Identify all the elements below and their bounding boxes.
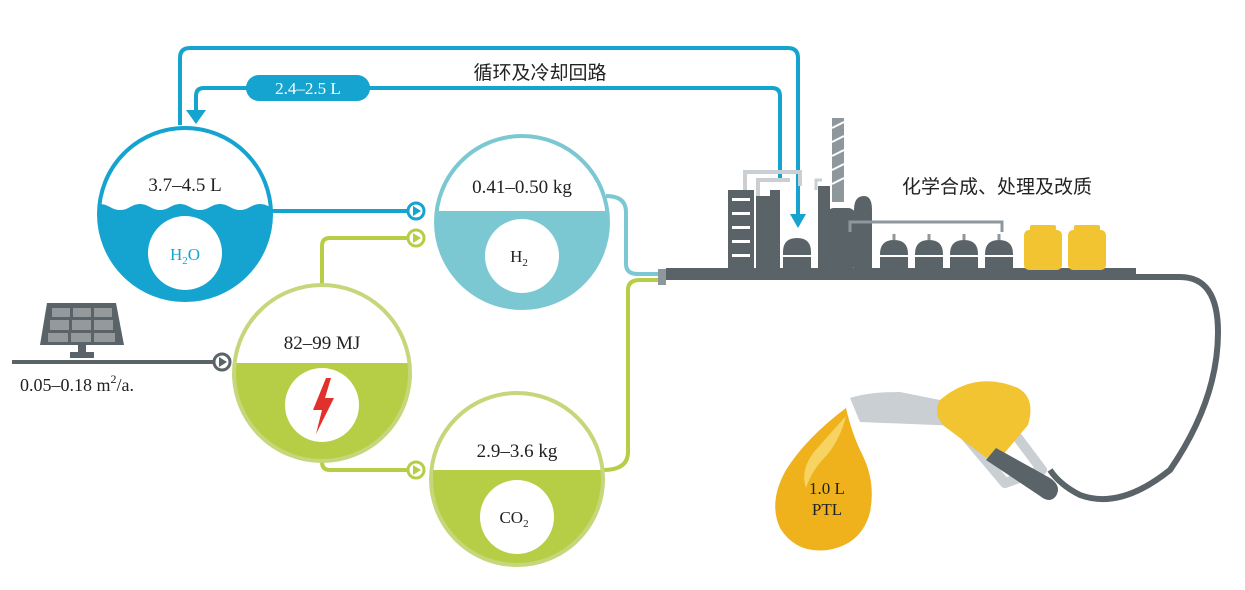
energy-node: 82–99 MJ [232, 283, 412, 463]
water-formula: H2O [170, 245, 200, 267]
fuel-drop-icon [775, 408, 872, 551]
chemical-plant-icon [666, 118, 1136, 280]
solar-area-label: 0.05–0.18 m2/a. [20, 372, 134, 395]
co2-amount: 2.9–3.6 kg [477, 441, 558, 462]
storage-tanks-icon [1024, 225, 1106, 270]
energy-amount: 82–99 MJ [284, 333, 361, 354]
recycle-water-amount: 2.4–2.5 L [275, 79, 341, 98]
recycle-loop-label: 循环及冷却回路 [473, 62, 606, 84]
fuel-type: PTL [812, 500, 842, 519]
water-node: 3.7–4.5 L H2O [97, 126, 273, 302]
fuel-nozzle-icon [850, 381, 1058, 500]
hydrogen-node: 0.41–0.50 kg H2 [434, 134, 610, 310]
co2-node: 2.9–3.6 kg CO2 [429, 391, 605, 567]
solar-panel-icon [40, 303, 124, 358]
recycle-loop: 2.4–2.5 L 循环及冷却回路 [178, 46, 806, 228]
hydrogen-formula: H2 [510, 247, 528, 269]
connector-lines [12, 194, 1222, 503]
co2-formula: CO2 [499, 508, 528, 530]
recycle-water-badge [246, 75, 370, 101]
fuel-volume: 1.0 L [809, 479, 845, 498]
lightning-bolt-icon [313, 378, 334, 434]
water-amount: 3.7–4.5 L [148, 175, 221, 196]
plant-label: 化学合成、处理及改质 [902, 176, 1092, 198]
hydrogen-amount: 0.41–0.50 kg [472, 177, 572, 198]
